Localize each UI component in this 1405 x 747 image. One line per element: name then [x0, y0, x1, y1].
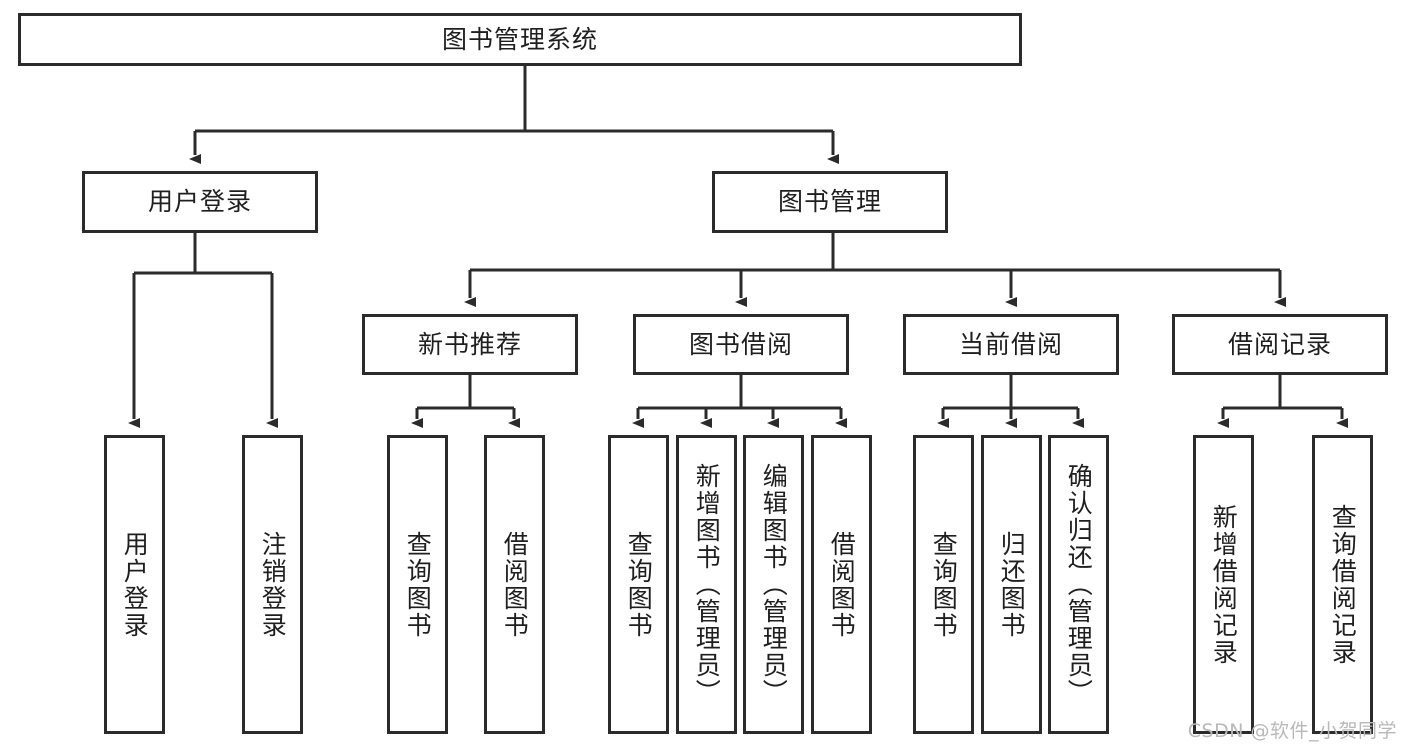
node-current-borrow[interactable]: 当前借阅	[903, 314, 1119, 375]
leaf-return-book[interactable]: 归还图书	[981, 435, 1042, 734]
leaf-logout[interactable]: 注销登录	[242, 435, 303, 734]
node-borrow-record[interactable]: 借阅记录	[1172, 314, 1388, 375]
watermark: CSDN @软件_小贺同学	[1187, 720, 1397, 742]
node-new-book-rec[interactable]: 新书推荐	[362, 314, 578, 375]
node-user-login[interactable]: 用户登录	[82, 171, 318, 233]
leaf-query-book-rec[interactable]: 查询图书	[387, 435, 448, 734]
leaf-query-book[interactable]: 查询图书	[608, 435, 669, 734]
leaf-query-record[interactable]: 查询借阅记录	[1312, 435, 1373, 734]
leaf-edit-book[interactable]: 编辑图书（管理员）	[743, 435, 804, 734]
leaf-add-record[interactable]: 新增借阅记录	[1193, 435, 1254, 734]
node-book-borrow[interactable]: 图书借阅	[633, 314, 849, 375]
node-root[interactable]: 图书管理系统	[18, 13, 1022, 66]
node-book-manage[interactable]: 图书管理	[712, 171, 948, 233]
leaf-query-book-cur[interactable]: 查询图书	[913, 435, 974, 734]
leaf-confirm-return[interactable]: 确认归还（管理员）	[1048, 435, 1109, 734]
leaf-borrow-book-rec[interactable]: 借阅图书	[484, 435, 545, 734]
leaf-user-login[interactable]: 用户登录	[104, 435, 165, 734]
leaf-borrow-book[interactable]: 借阅图书	[811, 435, 872, 734]
leaf-add-book[interactable]: 新增图书（管理员）	[676, 435, 737, 734]
